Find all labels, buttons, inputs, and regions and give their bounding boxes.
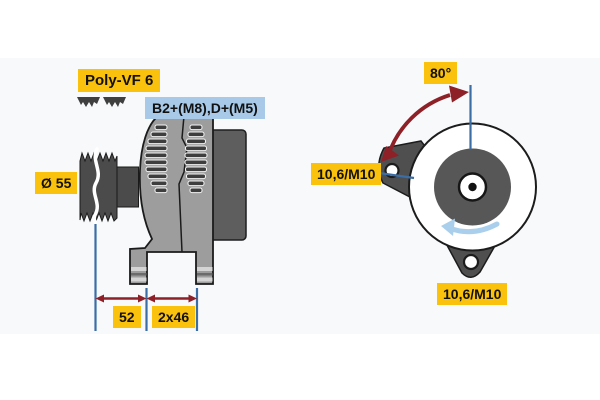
alternator-side-view: [79, 115, 247, 331]
vent-slots-left: [144, 124, 168, 194]
rotation-arrow-icon: [441, 218, 500, 236]
belt-profile-icon: [77, 97, 100, 107]
mounting-feet-ribs: [131, 267, 213, 282]
section-break-icon: [92, 147, 101, 230]
mounting-angle-label: 80°: [424, 62, 458, 84]
belt-profile-icons: [77, 97, 126, 110]
lug-reference-line: [375, 171, 415, 180]
vent-slots-right: [184, 124, 208, 194]
dimension-arrow-52: [95, 294, 147, 303]
dimension-lines: [94, 224, 199, 331]
shaft-center: [468, 182, 477, 192]
mounting-hole-left-label: 10,6/M10: [311, 163, 382, 185]
dimension-arrow-2x46: [146, 294, 197, 303]
terminals-label: B2+(M8),D+(M5): [145, 97, 265, 119]
dimension-52-label: 52: [113, 306, 141, 328]
mounting-hole-bottom: [462, 253, 480, 271]
pulley-diameter-label: Ø 55: [35, 172, 78, 194]
dimension-2x46-label: 2x46: [152, 306, 196, 328]
belt-type-label: Poly-VF 6: [78, 69, 161, 92]
alternator-rear-view: [375, 85, 537, 278]
shaft-hub-shape: [116, 166, 139, 208]
mounting-hole-bottom-label: 10,6/M10: [437, 283, 508, 305]
angle-arc-arrow: [381, 85, 469, 162]
belt-profile-icon: [103, 97, 126, 107]
pulley-shape: [79, 151, 118, 223]
